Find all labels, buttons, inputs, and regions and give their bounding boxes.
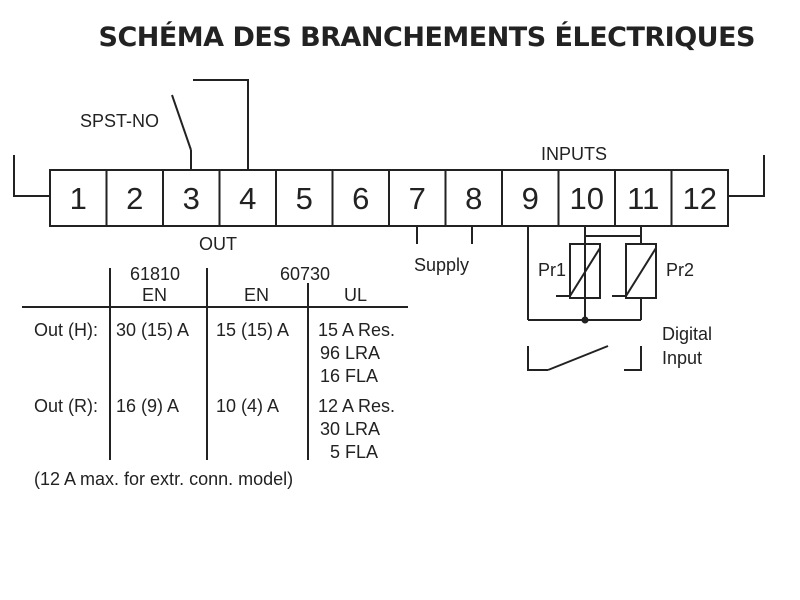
- cell-out-r-ul-2: 30 LRA: [320, 419, 380, 439]
- row-label-out-h: Out (H):: [34, 320, 98, 340]
- page-title: SCHÉMA DES BRANCHEMENTS ÉLECTRIQUES: [98, 22, 756, 53]
- subheader-ul: UL: [344, 285, 367, 305]
- terminal-8: 8: [465, 181, 482, 216]
- terminal-4: 4: [239, 181, 256, 216]
- terminal-1: 1: [70, 181, 87, 216]
- digital-input-blade: [547, 345, 609, 371]
- digital-input-right-contact: [624, 346, 642, 371]
- cell-out-r-61810: 16 (9) A: [116, 396, 179, 416]
- terminal-9: 9: [522, 181, 539, 216]
- digital-input-label-line2: Input: [662, 348, 702, 368]
- switch-blade: [171, 94, 192, 151]
- cell-out-h-60730: 15 (15) A: [216, 320, 289, 340]
- subheader-en-60730: EN: [244, 285, 269, 305]
- ratings-table: 61810 60730 EN EN UL Out (H): 30 (15) A …: [34, 264, 395, 489]
- junction-dot: [581, 316, 589, 324]
- cell-out-r-60730: 10 (4) A: [216, 396, 279, 416]
- terminal-10: 10: [570, 181, 604, 216]
- inputs-label: INPUTS: [541, 144, 607, 164]
- cell-out-r-ul-1: 12 A Res.: [318, 396, 395, 416]
- switch-lead-4: [193, 79, 249, 170]
- terminal-6: 6: [352, 181, 369, 216]
- digital-input-left-contact: [527, 346, 548, 371]
- probe-pr1-label: Pr1: [538, 260, 566, 280]
- supply-label: Supply: [414, 255, 469, 275]
- left-end-bracket: [13, 155, 50, 197]
- cell-out-h-ul-1: 15 A Res.: [318, 320, 395, 340]
- cell-out-r-ul-3: 5 FLA: [330, 442, 378, 462]
- out-label: OUT: [199, 234, 237, 254]
- terminal-2: 2: [126, 181, 143, 216]
- terminal-11: 11: [627, 181, 659, 216]
- terminal-5: 5: [296, 181, 313, 216]
- input-wire-11: [585, 226, 642, 237]
- terminal-7: 7: [409, 181, 426, 216]
- subheader-en-61810: EN: [142, 285, 167, 305]
- row-label-out-r: Out (R):: [34, 396, 98, 416]
- header-61810: 61810: [130, 264, 180, 284]
- cell-out-h-61810: 30 (15) A: [116, 320, 189, 340]
- digital-input-label-line1: Digital: [662, 324, 712, 344]
- right-end-bracket: [728, 155, 765, 197]
- probe-pr2-label: Pr2: [666, 260, 694, 280]
- cell-out-h-ul-3: 16 FLA: [320, 366, 378, 386]
- table-footnote: (12 A max. for extr. conn. model): [34, 469, 293, 489]
- terminal-3: 3: [183, 181, 200, 216]
- cell-out-h-ul-2: 96 LRA: [320, 343, 380, 363]
- switch-label: SPST-NO: [80, 111, 159, 131]
- header-60730: 60730: [280, 264, 330, 284]
- terminal-12: 12: [683, 181, 717, 216]
